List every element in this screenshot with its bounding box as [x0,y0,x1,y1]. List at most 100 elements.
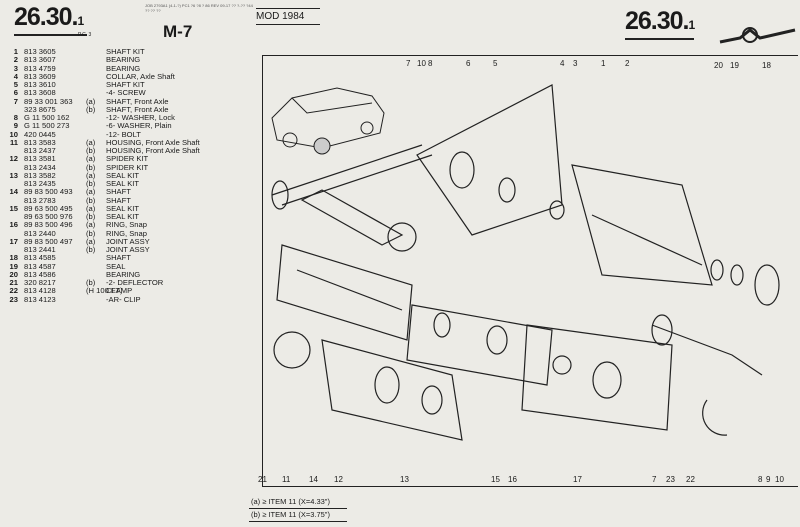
page-number: 26.30.1 [14,4,88,36]
part-partno: 813 2434 [24,162,56,172]
part-description: BEARING [106,55,141,65]
part-description: SEAL KIT [106,203,140,213]
part-partno: 813 3609 [24,71,56,81]
part-row: 813 2440(b)RING, Snap [4,228,200,238]
callout: 11 [282,475,291,484]
callout: 8 [758,475,763,484]
part-partno: 89 33 001 363 [24,96,73,106]
part-number: 14 [9,187,18,197]
page-number-right: 26.30.1 [625,8,695,40]
callout: 21 [258,475,267,484]
part-variant: (b) [86,162,96,172]
part-row: 323 8675(b)SHAFT, Front Axle [4,104,200,114]
callout: 17 [573,475,582,484]
part-variant [86,254,106,262]
part-number: 12 [9,154,18,164]
callout: 20 [714,61,723,70]
part-variant: (a) [86,236,96,246]
part-variant [86,296,106,304]
part-description: -2- DEFLECTOR [106,278,164,287]
part-description: SEAL KIT [106,170,140,180]
part-variant: (b) [86,104,96,114]
part-variant: (a) [86,137,96,147]
part-description: -4- SCREW [106,88,146,98]
callout: 15 [491,475,500,484]
part-description: JOINT ASSY [106,245,150,254]
callout: 9 [766,475,771,484]
part-description: SHAFT [106,187,131,197]
callout: 19 [730,61,739,70]
callout: 7 [652,475,657,484]
model-year: MOD 1984 [256,8,320,25]
part-partno: 813 2437 [24,146,56,155]
part-partno: 813 4759 [24,63,56,73]
part-number: 10 [9,129,18,139]
part-variant: (a) [86,220,96,230]
part-number: 2 [13,55,18,65]
exploded-diagram [271,84,780,441]
part-description: -6- WASHER, Plain [106,121,172,131]
part-partno: 813 3583 [24,137,56,147]
part-variant: (a) [86,203,96,213]
part-partno: 813 2435 [24,179,56,188]
part-description: CLAMP [106,286,133,296]
part-number: 16 [9,220,18,230]
part-partno: 320 8217 [24,278,56,287]
part-description: SPIDER KIT [106,162,149,172]
part-row: 9 G 11 500 273 -6- WASHER, Plain [4,121,200,131]
part-partno: 813 4128 [24,286,56,296]
part-variant [86,65,106,73]
part-description: -12- WASHER, Lock [106,113,175,122]
part-variant: (H 100 FT) [86,286,123,296]
part-number: 3 [13,63,18,73]
part-variant [86,56,106,64]
part-description: SHAFT [106,195,131,205]
part-description: SEAL KIT [106,179,140,188]
part-partno: G 11 500 162 [24,113,70,122]
part-number: 7 [13,96,18,106]
footnote-b: (b) ≥ ITEM 11 (X=3.75") [249,509,347,522]
part-partno: 89 63 500 495 [24,203,73,213]
part-row: 813 2435 (b) SEAL KIT [4,179,200,188]
part-description: JOINT ASSY [106,236,150,246]
callout: 2 [625,59,630,68]
part-partno: 323 8675 [24,104,56,114]
part-variant [86,81,106,89]
part-variant [86,122,106,130]
part-variant: (a) [86,96,96,106]
part-partno: 89 83 500 497 [24,236,73,246]
part-number: 20 [9,269,18,279]
part-variant: (a) [86,154,96,164]
diagram-frame [262,55,798,487]
part-variant: (b) [86,179,96,188]
callout: 10 [417,59,426,68]
part-partno: 89 83 500 496 [24,220,73,230]
part-number: 4 [13,71,18,81]
part-description: -AR- CLIP [106,294,141,304]
part-partno: 813 2441 [24,245,56,254]
part-partno: G 11 500 273 [24,121,70,131]
part-variant [86,73,106,81]
part-variant: (b) [86,228,96,238]
job-stamp: JOB 2793A1 (4-1-?) PC1 ?6 ?8 ? 86 REV 09… [145,3,253,13]
part-partno: 89 83 500 493 [24,187,73,197]
part-number: 9 [13,121,18,131]
part-description: SHAFT KIT [106,47,145,56]
part-variant: (a) [86,187,96,197]
part-variant [86,263,106,271]
part-partno: 813 4586 [24,269,56,279]
part-number: 19 [9,261,18,271]
part-description: SHAFT [106,253,131,263]
part-number: 5 [13,80,18,89]
